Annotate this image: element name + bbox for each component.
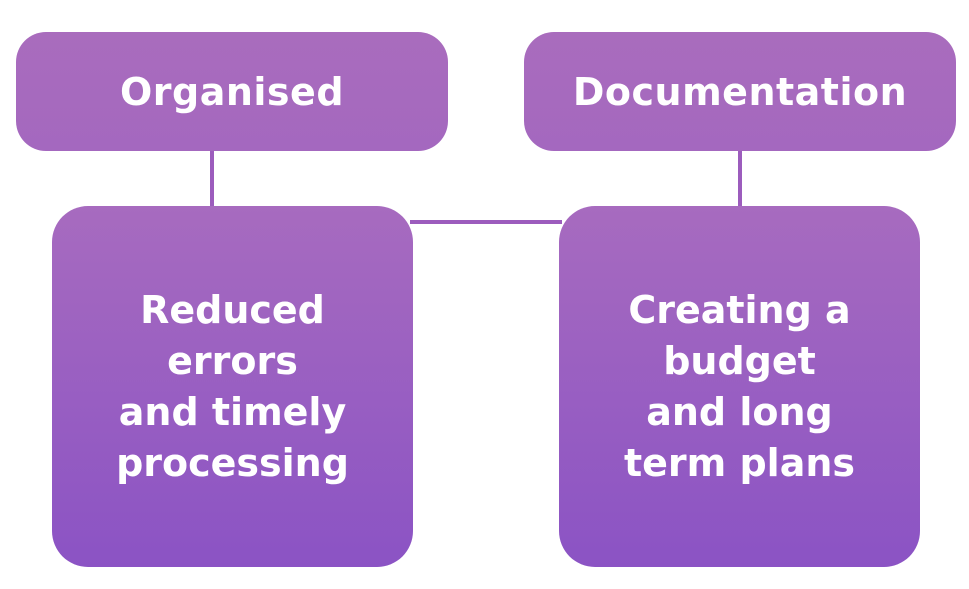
connector-organised-to-reduced-errors	[210, 150, 214, 208]
node-documentation: Documentation	[524, 32, 956, 151]
node-organised: Organised	[16, 32, 448, 151]
node-reduced-errors: Reduced errors and timely processing	[52, 206, 413, 567]
node-documentation-label: Documentation	[572, 69, 908, 114]
node-creating-budget-label: Creating a budget and long term plans	[623, 287, 856, 485]
node-creating-budget: Creating a budget and long term plans	[559, 206, 920, 567]
node-organised-label: Organised	[119, 69, 345, 114]
connector-documentation-to-creating-budget	[738, 150, 742, 208]
connector-reduced-errors-to-creating-budget	[410, 220, 562, 224]
node-reduced-errors-label: Reduced errors and timely processing	[116, 287, 349, 485]
